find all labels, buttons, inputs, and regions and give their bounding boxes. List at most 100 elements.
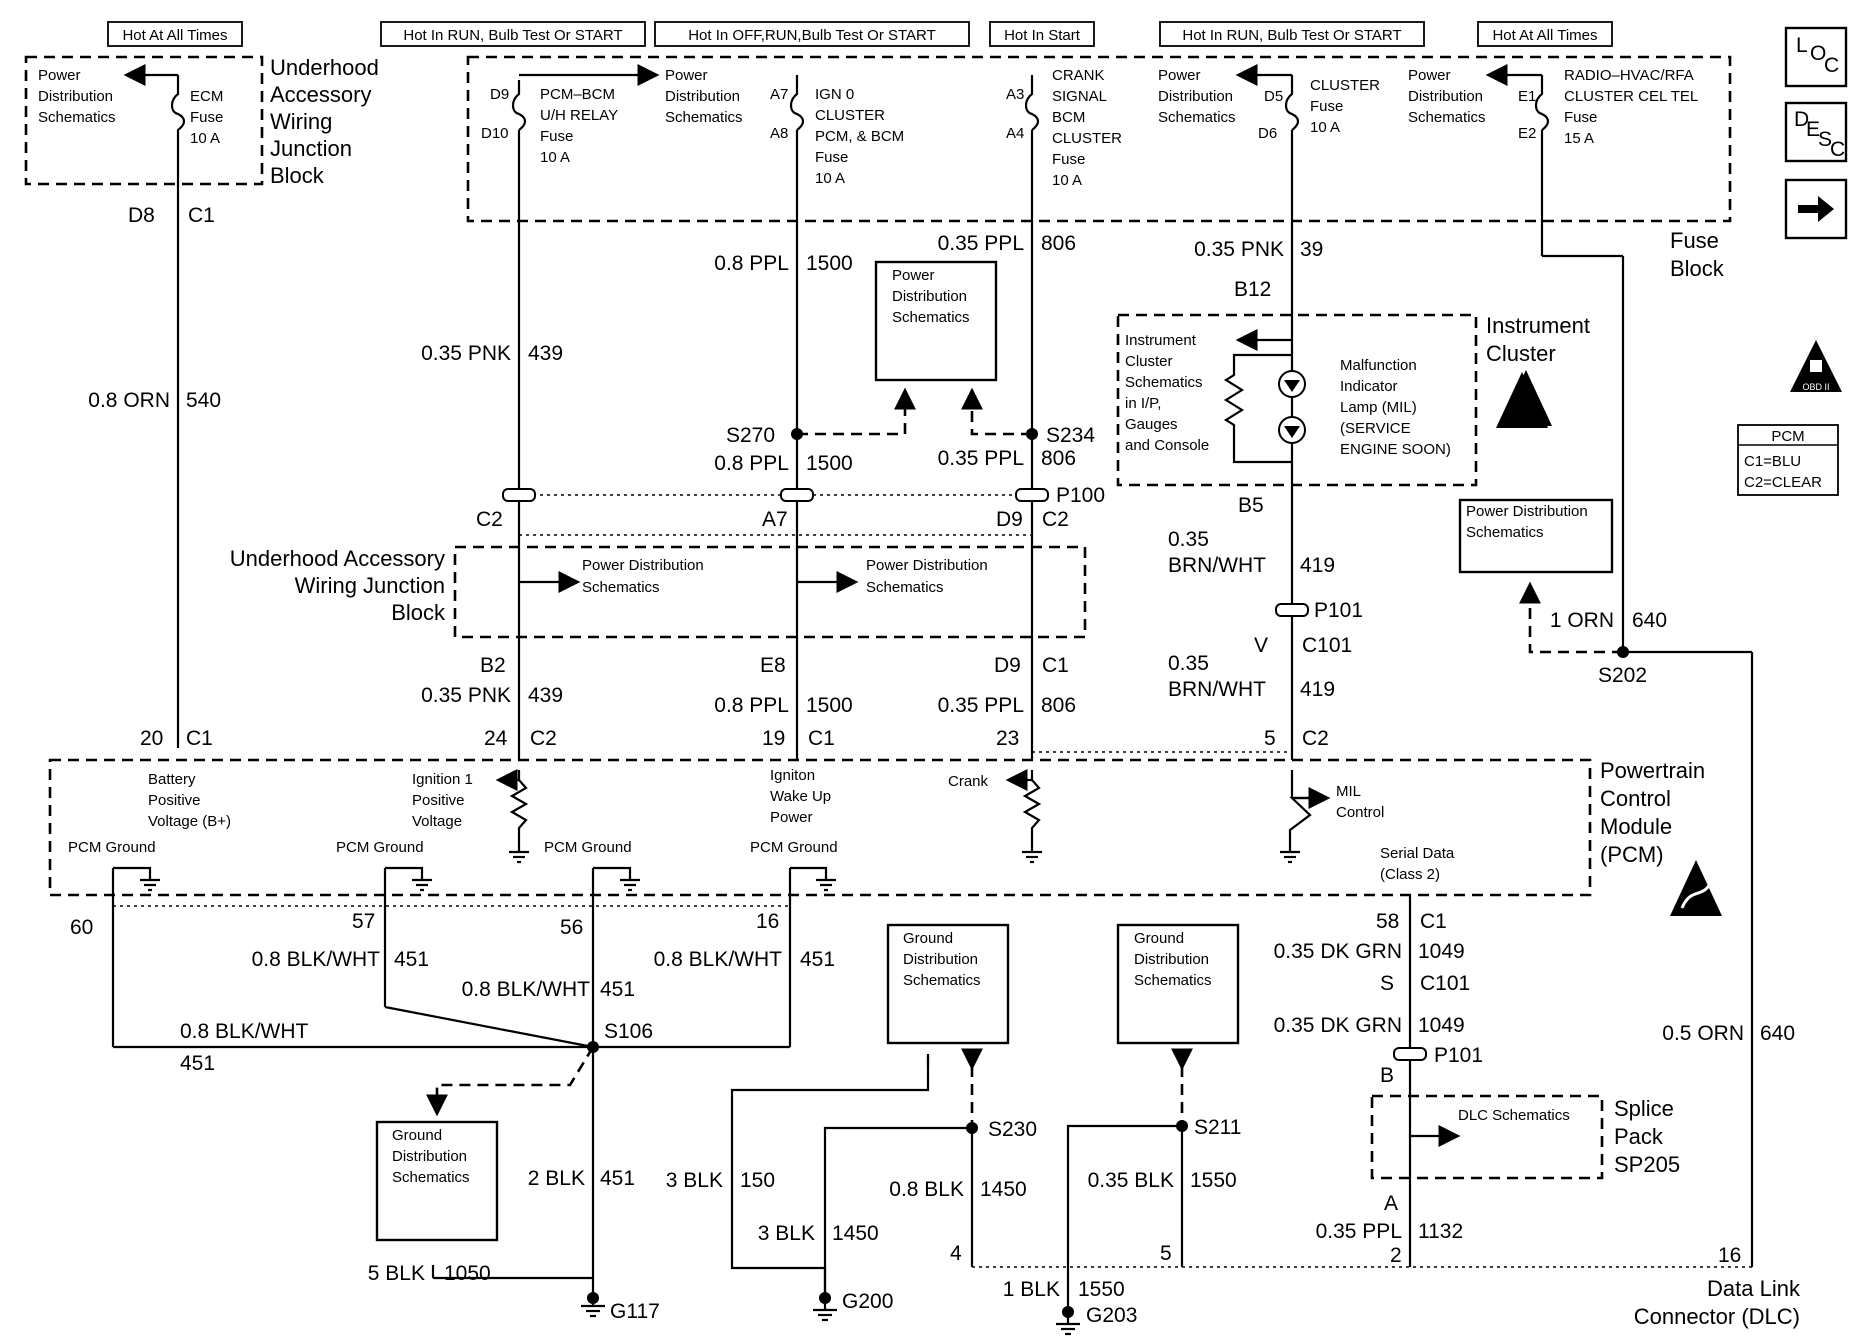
svg-text:(SERVICE: (SERVICE (1340, 420, 1411, 437)
svg-text:Splice: Splice (1614, 1096, 1674, 1121)
svg-text:Distribution: Distribution (392, 1148, 467, 1165)
svg-text:451: 451 (800, 948, 835, 971)
svg-text:Data Link: Data Link (1707, 1276, 1801, 1301)
svg-text:Schematics: Schematics (1408, 109, 1486, 126)
svg-text:2: 2 (1390, 1244, 1402, 1267)
svg-text:Distribution: Distribution (1134, 951, 1209, 968)
obd-ii-icon: OBD II (1790, 340, 1842, 392)
svg-text:10 A: 10 A (1052, 172, 1082, 189)
svg-text:Wake Up: Wake Up (770, 788, 831, 805)
svg-text:0.8 BLK: 0.8 BLK (889, 1178, 964, 1201)
svg-text:C1: C1 (1042, 654, 1069, 677)
ground-distribution-box-1 (375, 1120, 499, 1242)
svg-text:Fuse: Fuse (1564, 109, 1597, 126)
mil-lamp-icon (1223, 318, 1306, 482)
svg-text:(PCM): (PCM) (1600, 842, 1664, 867)
svg-text:SP205: SP205 (1614, 1152, 1680, 1177)
underhood-block-top (24, 55, 264, 186)
svg-text:0.8 BLK/WHT: 0.8 BLK/WHT (252, 948, 381, 971)
svg-text:S202: S202 (1598, 664, 1647, 687)
svg-text:1049: 1049 (1418, 1014, 1465, 1037)
svg-text:Schematics: Schematics (866, 579, 944, 596)
svg-text:16: 16 (756, 910, 779, 933)
svg-text:Distribution: Distribution (892, 288, 967, 305)
svg-text:1 BLK: 1 BLK (1003, 1278, 1060, 1301)
svg-text:Schematics: Schematics (1134, 972, 1212, 989)
svg-text:58: 58 (1376, 910, 1399, 933)
svg-text:60: 60 (70, 916, 93, 939)
svg-text:Positive: Positive (412, 792, 465, 809)
svg-text:Power: Power (892, 267, 935, 284)
svg-text:B12: B12 (1234, 278, 1271, 301)
svg-text:A3: A3 (1006, 86, 1024, 103)
svg-text:Voltage (B+): Voltage (B+) (148, 813, 231, 830)
svg-text:0.35 PNK: 0.35 PNK (421, 684, 511, 707)
svg-text:DLC Schematics: DLC Schematics (1458, 1107, 1570, 1124)
ground-g200 (813, 1292, 837, 1322)
svg-text:Underhood Accessory: Underhood Accessory (230, 546, 445, 571)
svg-text:Connector (DLC): Connector (DLC) (1634, 1304, 1800, 1329)
svg-text:C101: C101 (1302, 634, 1352, 657)
svg-text:D9: D9 (490, 86, 509, 103)
svg-text:S: S (1380, 972, 1394, 995)
ground-distribution-box-3 (1116, 923, 1240, 1045)
svg-text:C1: C1 (188, 204, 215, 227)
svg-text:D9: D9 (994, 654, 1021, 677)
loc-icon[interactable] (1784, 26, 1848, 88)
svg-text:Control: Control (1336, 804, 1384, 821)
svg-text:PCM: PCM (1771, 428, 1804, 445)
svg-text:E8: E8 (760, 654, 786, 677)
svg-text:CLUSTER: CLUSTER (815, 107, 885, 124)
svg-text:Fuse: Fuse (1310, 98, 1343, 115)
svg-text:S234: S234 (1046, 424, 1095, 447)
svg-text:15 A: 15 A (1564, 130, 1594, 147)
svg-text:PCM, & BCM: PCM, & BCM (815, 128, 904, 145)
header-hot-in-run: Hot In RUN, Bulb Test Or START (403, 27, 622, 44)
svg-text:640: 640 (1760, 1022, 1795, 1045)
svg-text:Fuse: Fuse (1052, 151, 1085, 168)
svg-text:Crank: Crank (948, 773, 989, 790)
svg-text:20: 20 (140, 727, 163, 750)
esd-icon (1670, 860, 1722, 916)
header-hot-at-all-times: Hot At All Times (122, 27, 227, 44)
svg-text:CLUSTER: CLUSTER (1310, 77, 1380, 94)
svg-text:23: 23 (996, 727, 1019, 750)
svg-text:Serial Data: Serial Data (1380, 845, 1455, 862)
svg-text:540: 540 (186, 389, 221, 412)
svg-text:PCM Ground: PCM Ground (336, 839, 424, 856)
svg-text:(Class 2): (Class 2) (1380, 866, 1440, 883)
svg-text:OBD II: OBD II (1802, 382, 1829, 392)
svg-text:56: 56 (560, 916, 583, 939)
svg-text:640: 640 (1632, 609, 1667, 632)
svg-text:10 A: 10 A (1310, 119, 1340, 136)
svg-text:Distribution: Distribution (1408, 88, 1483, 105)
svg-text:P100: P100 (1056, 484, 1105, 507)
svg-text:Fuse: Fuse (815, 149, 848, 166)
svg-text:Voltage: Voltage (412, 813, 462, 830)
svg-text:C1: C1 (1420, 910, 1447, 933)
svg-text:B5: B5 (1238, 494, 1264, 517)
pcm-connector-legend (1737, 424, 1839, 496)
splice-pack-sp205 (1370, 1094, 1604, 1180)
svg-text:Schematics: Schematics (1125, 374, 1203, 391)
svg-text:C2: C2 (1302, 727, 1329, 750)
desc-icon[interactable] (1784, 101, 1848, 163)
svg-text:10 A: 10 A (815, 170, 845, 187)
wires (176, 130, 1754, 1267)
svg-text:0.8 PPL: 0.8 PPL (714, 694, 789, 717)
power-headers: Hot At All Times Hot In RUN, Bulb Test O… (107, 21, 1613, 47)
svg-text:C1: C1 (808, 727, 835, 750)
svg-text:16: 16 (1718, 1244, 1741, 1267)
svg-text:Wiring Junction: Wiring Junction (295, 573, 445, 598)
svg-text:19: 19 (762, 727, 785, 750)
ground-g117 (581, 1292, 605, 1318)
svg-text:B: B (1380, 1064, 1394, 1087)
svg-text:ECM: ECM (190, 88, 223, 105)
svg-text:1132: 1132 (1418, 1220, 1463, 1243)
svg-text:Battery: Battery (148, 771, 196, 788)
svg-text:Accessory: Accessory (270, 82, 371, 107)
svg-text:0.8 PPL: 0.8 PPL (714, 452, 789, 475)
svg-text:Distribution: Distribution (1158, 88, 1233, 105)
svg-text:0.35 PNK: 0.35 PNK (421, 342, 511, 365)
